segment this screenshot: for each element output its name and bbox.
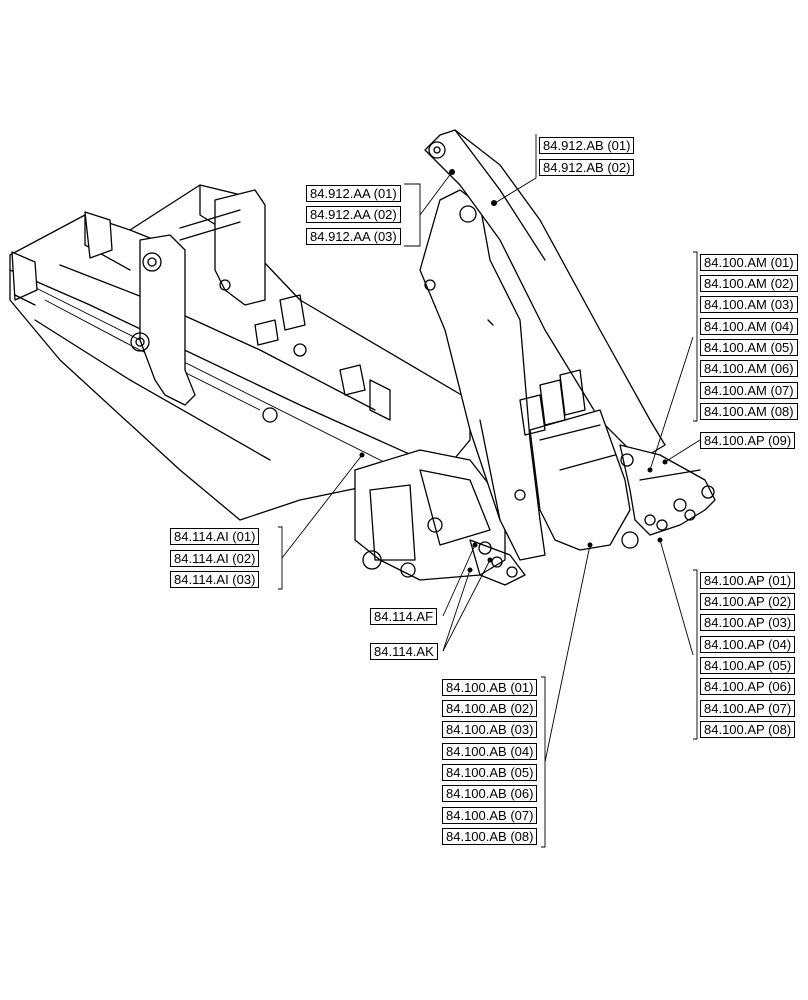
callout-84-100-ap-09[interactable]: 84.100.AP (09) xyxy=(700,432,796,449)
callout-84-912-ab-02[interactable]: 84.912.AB (02) xyxy=(539,159,635,176)
callout-84-100-ab-06[interactable]: 84.100.AB (06) xyxy=(442,785,538,802)
boom xyxy=(419,189,546,561)
callout-84-100-ab-01[interactable]: 84.100.AB (01) xyxy=(442,679,538,696)
callout-84-912-aa-01[interactable]: 84.912.AA (01) xyxy=(306,185,401,202)
callout-84-100-ap-06[interactable]: 84.100.AP (06) xyxy=(700,678,796,695)
swing-frame xyxy=(354,449,526,586)
callout-84-100-ab-03[interactable]: 84.100.AB (03) xyxy=(442,721,538,738)
callout-84-100-ap-08[interactable]: 84.100.AP (08) xyxy=(700,721,796,738)
callout-84-114-ai-03[interactable]: 84.114.AI (03) xyxy=(170,571,260,588)
callout-84-100-am-03[interactable]: 84.100.AM (03) xyxy=(700,296,798,313)
bucket xyxy=(519,369,639,551)
callout-84-100-am-02[interactable]: 84.100.AM (02) xyxy=(700,275,798,292)
dipper-stick xyxy=(424,129,666,461)
callout-84-100-am-01[interactable]: 84.100.AM (01) xyxy=(700,254,798,271)
callout-84-912-aa-02[interactable]: 84.912.AA (02) xyxy=(306,206,401,223)
callout-84-114-ak[interactable]: 84.114.AK xyxy=(370,643,438,660)
callout-84-912-aa-03[interactable]: 84.912.AA (03) xyxy=(306,228,401,245)
callout-84-100-ap-07[interactable]: 84.100.AP (07) xyxy=(700,700,796,717)
callout-84-100-am-04[interactable]: 84.100.AM (04) xyxy=(700,318,798,335)
callout-84-100-am-05[interactable]: 84.100.AM (05) xyxy=(700,339,798,356)
callout-84-100-ap-03[interactable]: 84.100.AP (03) xyxy=(700,614,796,631)
callout-84-100-am-08[interactable]: 84.100.AM (08) xyxy=(700,403,798,420)
callout-84-100-ap-02[interactable]: 84.100.AP (02) xyxy=(700,593,796,610)
bucket-linkage xyxy=(619,444,716,536)
callout-84-912-ab-01[interactable]: 84.912.AB (01) xyxy=(539,137,635,154)
callout-84-114-ai-01[interactable]: 84.114.AI (01) xyxy=(170,528,260,545)
callout-84-100-ap-05[interactable]: 84.100.AP (05) xyxy=(700,657,796,674)
chassis-frame xyxy=(9,184,471,521)
callout-84-100-am-06[interactable]: 84.100.AM (06) xyxy=(700,360,798,377)
callout-84-100-ap-01[interactable]: 84.100.AP (01) xyxy=(700,572,796,589)
callout-84-114-af[interactable]: 84.114.AF xyxy=(370,608,438,625)
callout-84-114-ai-02[interactable]: 84.114.AI (02) xyxy=(170,550,260,567)
leader-dots xyxy=(359,452,668,573)
callout-84-100-ab-07[interactable]: 84.100.AB (07) xyxy=(442,807,538,824)
callout-84-100-ab-02[interactable]: 84.100.AB (02) xyxy=(442,700,538,717)
callout-84-100-am-07[interactable]: 84.100.AM (07) xyxy=(700,382,798,399)
callout-84-100-ap-04[interactable]: 84.100.AP (04) xyxy=(700,636,796,653)
callout-84-100-ab-05[interactable]: 84.100.AB (05) xyxy=(442,764,538,781)
callout-84-100-ab-04[interactable]: 84.100.AB (04) xyxy=(442,743,538,760)
leader-lines xyxy=(278,134,701,848)
callout-84-100-ab-08[interactable]: 84.100.AB (08) xyxy=(442,828,538,845)
